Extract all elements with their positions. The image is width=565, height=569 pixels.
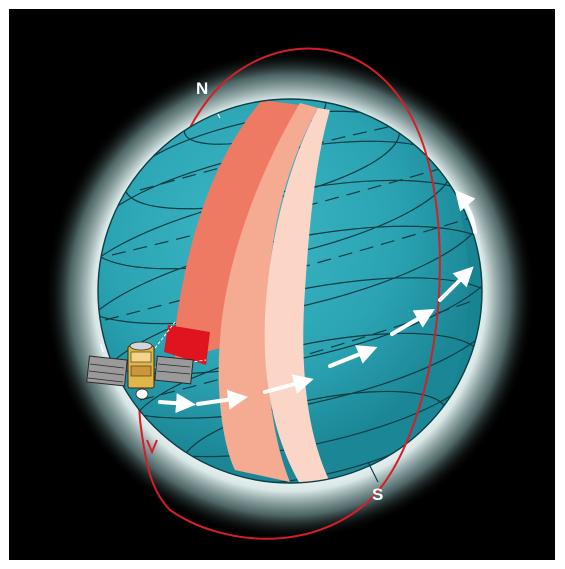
orbit-direction-arrow	[146, 439, 158, 455]
globe-outline	[97, 98, 483, 484]
solar-panel-right	[154, 355, 194, 385]
rotation-arrow-icon	[438, 266, 474, 302]
solar-panel-left	[86, 355, 128, 387]
sensor-footprint	[164, 325, 210, 365]
rotation-arrow-icon	[196, 389, 248, 410]
north-pole-label: N	[196, 79, 208, 98]
rotation-arrow-icon	[158, 393, 196, 414]
swath-middle	[218, 103, 318, 482]
satellite-icon	[86, 321, 207, 400]
rotation-arrow-icon	[454, 189, 477, 234]
rotation-arrow-icon	[263, 374, 314, 394]
rotation-arrow-icon	[390, 308, 435, 336]
south-pole-line	[367, 461, 379, 483]
rotation-arrows	[158, 189, 477, 414]
south-pole-label: S	[372, 485, 383, 504]
swath-inner	[264, 108, 330, 483]
rotation-arrow-icon	[328, 345, 378, 368]
